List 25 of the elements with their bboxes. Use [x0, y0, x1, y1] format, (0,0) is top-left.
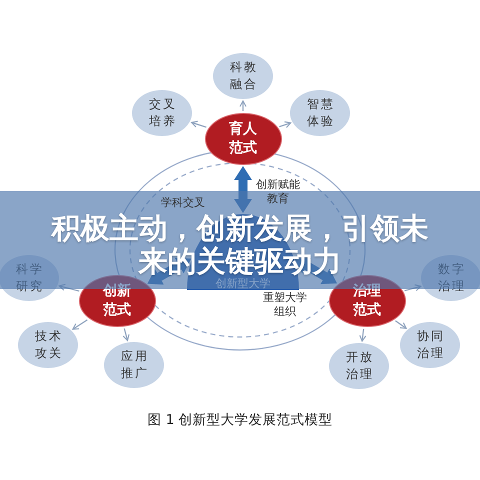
sub-ellipse: 智慧体验: [290, 90, 350, 136]
sub-ellipse: 协同治理: [400, 322, 460, 368]
edge-label: 重塑大学组织: [262, 291, 308, 318]
caption: 图 1 创新型大学发展范式模型: [146, 411, 334, 429]
edge-label: 学科交叉: [160, 196, 206, 210]
arrow: [191, 120, 206, 128]
sub-ellipse: 开放治理: [329, 343, 389, 389]
arrow: [395, 320, 407, 329]
sub-ellipse: 应用推广: [104, 342, 164, 388]
sub-ellipse: 技术攻关: [18, 322, 78, 368]
sub-ellipse: 科教融合: [213, 53, 273, 99]
main-ellipse: 育人范式: [204, 113, 282, 165]
arrow: [279, 121, 292, 128]
arrow: [58, 284, 80, 292]
edge-label: 创新赋能教育: [255, 178, 301, 206]
double-arrow: [234, 166, 252, 213]
arrow: [404, 284, 422, 292]
sub-ellipse: 交叉培养: [132, 90, 192, 136]
arrow: [239, 100, 247, 111]
arrow: [72, 319, 88, 330]
arrow: [122, 328, 130, 342]
main-ellipse: 创新范式: [78, 275, 156, 327]
arrow: [359, 328, 366, 342]
double-arrow: [147, 258, 192, 285]
main-ellipse: 治理范式: [328, 275, 406, 327]
